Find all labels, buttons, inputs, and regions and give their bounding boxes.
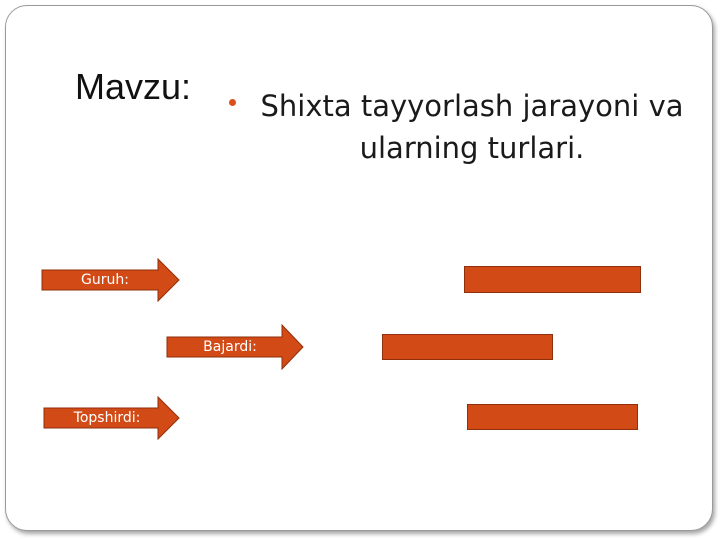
topshirdi-value-bar <box>467 404 638 430</box>
right-arrow-icon <box>41 258 180 302</box>
bajardi-label: Bajardi: <box>203 339 257 355</box>
topshirdi-arrow: Topshirdi: <box>43 396 180 440</box>
bullet-dot-icon <box>229 99 236 106</box>
bajardi-arrow: Bajardi: <box>166 324 304 370</box>
topic-text: Shixta tayyorlash jarayoni va ularning t… <box>260 89 684 165</box>
right-arrow-icon <box>166 324 304 370</box>
topshirdi-label: Topshirdi: <box>73 410 141 426</box>
bajardi-value-bar <box>382 334 553 360</box>
guruh-value-bar <box>464 266 641 293</box>
guruh-arrow: Guruh: <box>41 258 180 302</box>
right-arrow-icon <box>43 396 180 440</box>
guruh-label: Guruh: <box>81 272 129 288</box>
slide-title: Mavzu: <box>75 66 192 107</box>
